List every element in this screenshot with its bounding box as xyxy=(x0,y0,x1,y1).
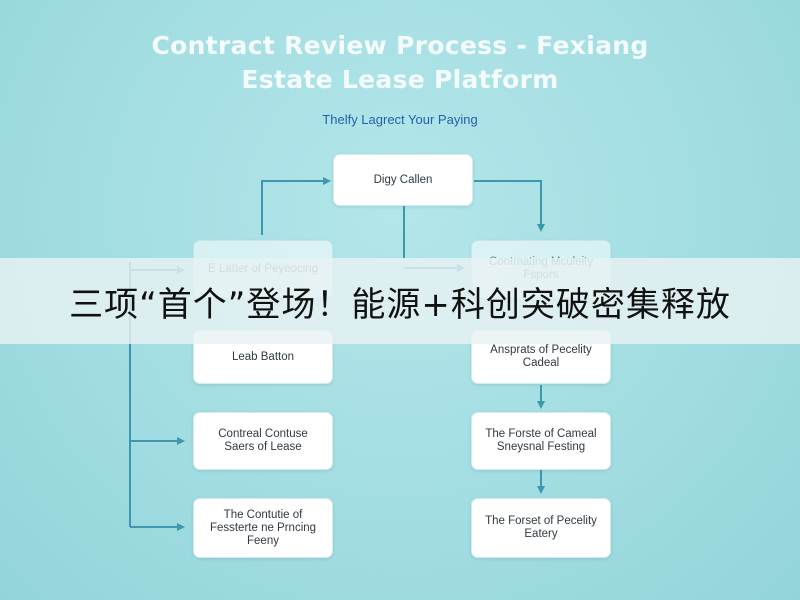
overlay-caption-text: 三项“首个”登场！能源+科创突破密集释放 xyxy=(69,284,731,325)
connector-top-to-right xyxy=(474,180,545,232)
flow-node-left-4: The Contutie of Fessterte ne Prncing Fee… xyxy=(193,498,333,558)
flow-node-right-4: The Forset of Pecelity Eatery xyxy=(471,498,611,558)
diagram-title-line-1: Contract Review Process - Fexiang xyxy=(151,31,649,60)
flow-node-right-2: Ansprats of Pecelity Cadeal xyxy=(471,330,611,384)
connector-left-to-top xyxy=(261,177,331,235)
flow-node-top: Digy Callen xyxy=(333,154,473,206)
diagram-title-line-2: Estate Lease Platform xyxy=(241,65,559,94)
diagram-subtitle: Thelfy Lagrect Your Paying xyxy=(322,112,478,127)
flow-node-right-3: The Forste of Cameal Sneysnal Festing xyxy=(471,412,611,470)
flow-node-left-3: Contreal Contuse Saers of Lease xyxy=(193,412,333,470)
overlay-caption-banner: 三项“首个”登场！能源+科创突破密集释放 xyxy=(0,258,800,344)
